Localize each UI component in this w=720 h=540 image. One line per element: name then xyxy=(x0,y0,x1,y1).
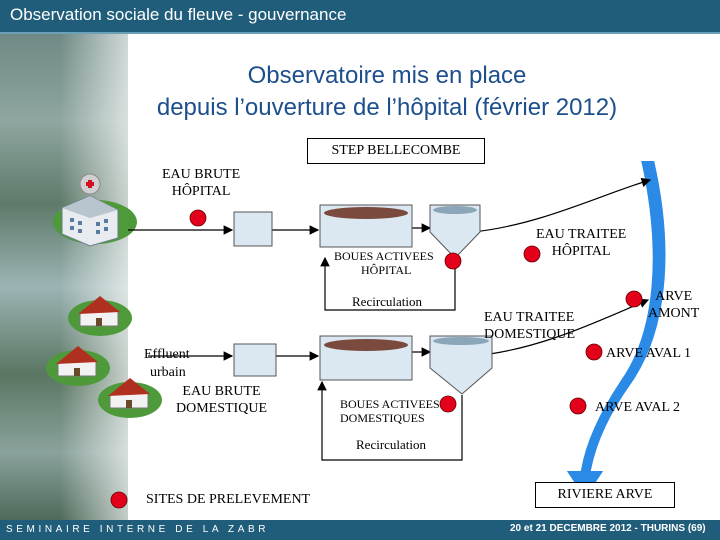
step-label-box: STEP BELLECOMBE xyxy=(307,138,485,164)
sampling-point-arve-aval-2 xyxy=(569,397,587,415)
label-arve-aval-1: ARVE AVAL 1 xyxy=(606,346,691,361)
river-arrow xyxy=(563,159,668,502)
clarifier-lower xyxy=(429,335,493,395)
river-label-box: RIVIERE ARVE xyxy=(535,482,675,508)
header-title: Observation sociale du fleuve - gouverna… xyxy=(10,5,347,24)
label-arve-aval-2: ARVE AVAL 2 xyxy=(595,400,680,415)
house-icon-1 xyxy=(68,296,132,336)
sampling-point-eau-brute-hopital xyxy=(189,209,207,227)
legend-sample-dot xyxy=(110,491,128,509)
subtitle-line-1: Observatoire mis en place xyxy=(247,62,527,89)
pretreatment-tank-lower xyxy=(233,343,277,377)
header-bar xyxy=(0,0,720,32)
sampling-point-arve-amont xyxy=(625,290,643,308)
aeration-basin-upper xyxy=(319,204,413,248)
pretreatment-tank-upper xyxy=(233,211,273,247)
slide-subtitle: Observatoire mis en place depuis l’ouver… xyxy=(0,60,720,124)
aeration-basin-lower xyxy=(319,335,413,381)
legend-label: SITES DE PRELEVEMENT xyxy=(146,492,311,507)
sampling-point-eau-traitee-hopital xyxy=(523,245,541,263)
footer-date-location: 20 et 21 DECEMBRE 2012 - THURINS (69) xyxy=(510,523,706,534)
label-recirculation-upper: Recirculation xyxy=(352,294,423,309)
hospital-icon xyxy=(53,173,137,247)
footer-seminar-title: SEMINAIRE INTERNE DE LA ZABR xyxy=(6,524,270,535)
house-icon-3 xyxy=(98,378,162,418)
footer-bar xyxy=(0,520,720,540)
sampling-point-boues-hopital xyxy=(444,252,462,270)
label-recirculation-lower: Recirculation xyxy=(356,437,427,452)
sampling-point-arve-aval-1 xyxy=(585,343,603,361)
clarifier-upper xyxy=(429,204,481,259)
subtitle-line-2: depuis l’ouverture de l’hôpital (février… xyxy=(156,94,618,121)
photo-fade xyxy=(60,34,180,520)
header-divider xyxy=(0,32,720,34)
sampling-point-boues-domestiques xyxy=(439,395,457,413)
lower-treatment-line xyxy=(148,298,650,461)
upper-treatment-line xyxy=(128,177,652,311)
house-icon-2 xyxy=(46,346,110,386)
